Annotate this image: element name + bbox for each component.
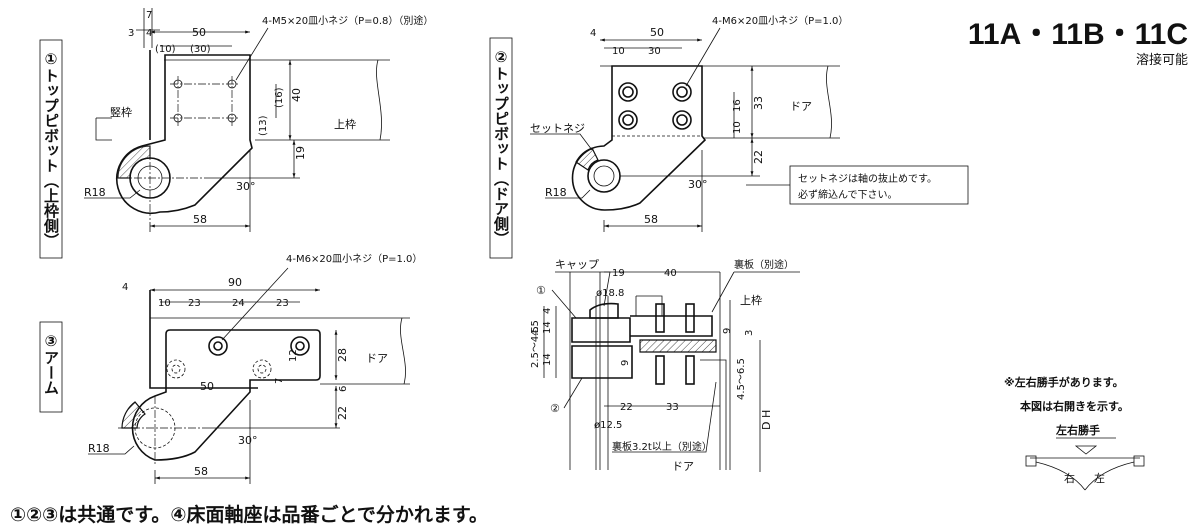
dh-label: D H	[760, 410, 773, 430]
handing-legend: ※左右勝手があります。 本図は右開きを示す。 左右勝手 右 左	[1004, 375, 1145, 491]
view-2-top-pivot-door: ②トップピボット（ドア側） 4 50 10 30 4-M6×20皿小ネジ（P=1…	[489, 15, 969, 259]
dim3-50: 50	[200, 380, 214, 393]
right-hand-label: 右	[1064, 471, 1075, 485]
dim3-28: 28	[336, 348, 349, 362]
sec-dim-3: 3	[744, 330, 755, 336]
radius-label-2: R18	[545, 186, 567, 199]
backplate-label: 裏板（別途）	[734, 258, 794, 271]
dim3-24: 24	[232, 298, 245, 309]
dim2-22: 22	[752, 150, 765, 164]
cap-label: キャップ	[555, 258, 599, 271]
door-label-3: ドア	[366, 352, 388, 365]
callout-line-2: 必ず締込んで下さい。	[798, 188, 898, 201]
dim3-22: 22	[336, 406, 349, 420]
dim2-58: 58	[644, 213, 658, 226]
angle-label-2: 30°	[688, 178, 708, 191]
sec-dim-4: 4	[542, 308, 553, 314]
left-hand-label: 左	[1094, 472, 1105, 485]
sec-dim-2-5-4-5: 2.5～4.5	[530, 326, 541, 368]
dim3-4: 4	[122, 282, 128, 293]
product-title: 11A・11B・11C	[968, 18, 1188, 51]
dim3-10: 10	[158, 298, 171, 309]
sec-dim-19: 19	[612, 268, 625, 279]
phi-12-5: ø12.5	[594, 420, 622, 431]
sec-dim-4-5: 4.5	[530, 320, 541, 336]
angle-label-3: 30°	[238, 434, 258, 447]
backplate2-label: 裏板3.2t以上（別途）	[612, 440, 712, 453]
dim2-50: 50	[650, 26, 664, 39]
radius-label-3: R18	[88, 442, 110, 455]
screw-note-2: 4-M6×20皿小ネジ（P=1.0）	[712, 15, 848, 27]
sec-dim-9b: 9	[620, 360, 631, 366]
view-1-label-box	[39, 39, 63, 259]
dim-3: 3	[128, 28, 134, 39]
dim2-30: 30	[648, 46, 661, 57]
dim3-58: 58	[194, 465, 208, 478]
dim3-7: 7	[274, 378, 285, 384]
frame-top-label: 上枠	[334, 117, 356, 131]
door-label-2: ドア	[790, 100, 812, 113]
down-arrow-icon	[1074, 445, 1098, 455]
section-marker-1: ①	[536, 284, 546, 297]
frame-vertical-label: 竪枠	[110, 105, 132, 119]
screw-note-3: 4-M6×20皿小ネジ（P=1.0）	[286, 253, 422, 265]
dim-19: 19	[294, 146, 307, 160]
door-label-section: ドア	[672, 460, 694, 473]
sec-dim-33: 33	[666, 402, 679, 413]
view-3-arm: ③アーム 4 90 10 23 24 23 4-M6×20皿小ネジ（P=1.0）…	[39, 253, 422, 484]
dim3-90: 90	[228, 276, 242, 289]
section-marker-2: ②	[550, 402, 560, 415]
frame-top-label-section: 上枠	[740, 293, 762, 307]
dim3-12: 12	[288, 349, 299, 362]
dim-50: 50	[192, 26, 206, 39]
legend-line-2: 本図は右開きを示す。	[1020, 399, 1129, 413]
dim3-23b: 23	[276, 298, 289, 309]
weldable-note: 溶接可能	[1136, 52, 1188, 68]
dim2-33: 33	[752, 96, 765, 110]
radius-label-1: R18	[84, 186, 106, 199]
section-view: キャップ ① ② ø18.8 ø12.5 19 40 裏板（別途） 上枠 9 3…	[530, 258, 800, 473]
dim3-6: 6	[338, 386, 349, 392]
legend-line-1: ※左右勝手があります。	[1004, 375, 1124, 389]
dim3-23a: 23	[188, 298, 201, 309]
dim-10: (10)	[155, 44, 176, 55]
view-2-label-box	[489, 37, 513, 259]
footer-note: ①②③は共通です。④床面軸座は品番ごとで分かれます。	[10, 504, 488, 526]
legend-line-3: 左右勝手	[1055, 423, 1100, 437]
sec-dim-22: 22	[620, 402, 633, 413]
dim-58: 58	[193, 213, 207, 226]
screw-note-1: 4-M5×20皿小ネジ（P=0.8）（別途）	[262, 14, 433, 27]
view-1-label: ①トップピボット（上枠側）	[42, 50, 60, 248]
dim-4: 4	[146, 28, 152, 39]
sec-dim-4-5-6-5: 4.5～6.5	[736, 358, 747, 400]
dim-40: 40	[290, 88, 303, 102]
dim2-10: 10	[612, 46, 625, 57]
view-3-label-box	[39, 321, 63, 413]
set-screw-label: セットネジ	[530, 122, 585, 135]
callout-line-1: セットネジは軸の抜止めです。	[798, 172, 937, 185]
dim-16: (16)	[274, 87, 285, 108]
view-1-top-pivot-frame: ①トップピボット（上枠側） 竪枠 上枠 7 3 4 50 (10) (30)	[39, 8, 433, 259]
sec-dim-14b: 14	[542, 353, 553, 366]
sec-dim-14a: 14	[542, 321, 553, 334]
sec-dim-40: 40	[664, 268, 677, 279]
dim2-10b: 10	[732, 121, 743, 134]
dim-7: 7	[146, 10, 152, 21]
dim-13: (13)	[258, 115, 269, 136]
angle-label-1: 30°	[236, 180, 256, 193]
sec-dim-9a: 9	[722, 328, 733, 334]
dim-30: (30)	[190, 44, 211, 55]
view-3-label: ③アーム	[42, 332, 60, 395]
dim2-16: 16	[732, 99, 743, 112]
dim2-4: 4	[590, 28, 596, 39]
view-2-label: ②トップピボット（ドア側）	[492, 48, 510, 246]
phi-18-8: ø18.8	[596, 288, 624, 299]
